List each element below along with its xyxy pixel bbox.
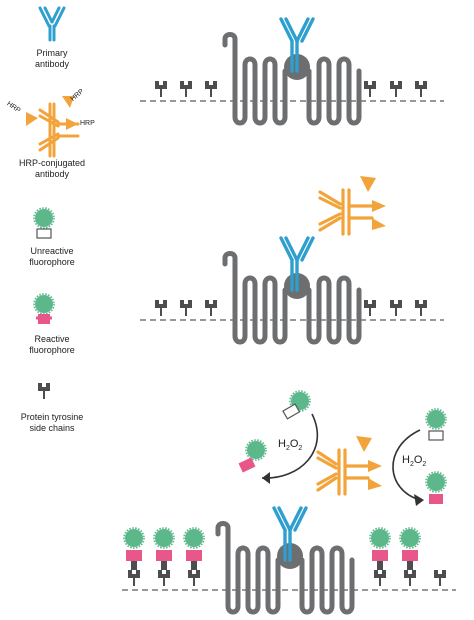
legend-primary-antibody-icon	[38, 6, 66, 42]
bound-fluorophores-left	[123, 527, 205, 570]
reaction-right	[392, 408, 447, 506]
legend-unreactive-fluorophore-icon	[33, 207, 55, 239]
legend-tyrosine-icon	[38, 383, 50, 399]
reaction-left	[238, 390, 319, 484]
bound-fluorophores-right	[369, 527, 421, 570]
h2o2-label-right: H2O2	[402, 454, 427, 469]
h2o2-label-left: H2O2	[278, 438, 303, 453]
hrp-label-right: HRP	[80, 120, 95, 127]
panel-3	[122, 390, 456, 612]
legend-reactive-fluorophore-icon	[33, 293, 55, 324]
hrp-antibody-floating	[318, 176, 386, 236]
panel-1	[140, 17, 444, 123]
hrp-antibody-bound	[316, 436, 382, 496]
legend-hrp-antibody-icon	[26, 96, 80, 158]
panel-2	[140, 176, 444, 342]
